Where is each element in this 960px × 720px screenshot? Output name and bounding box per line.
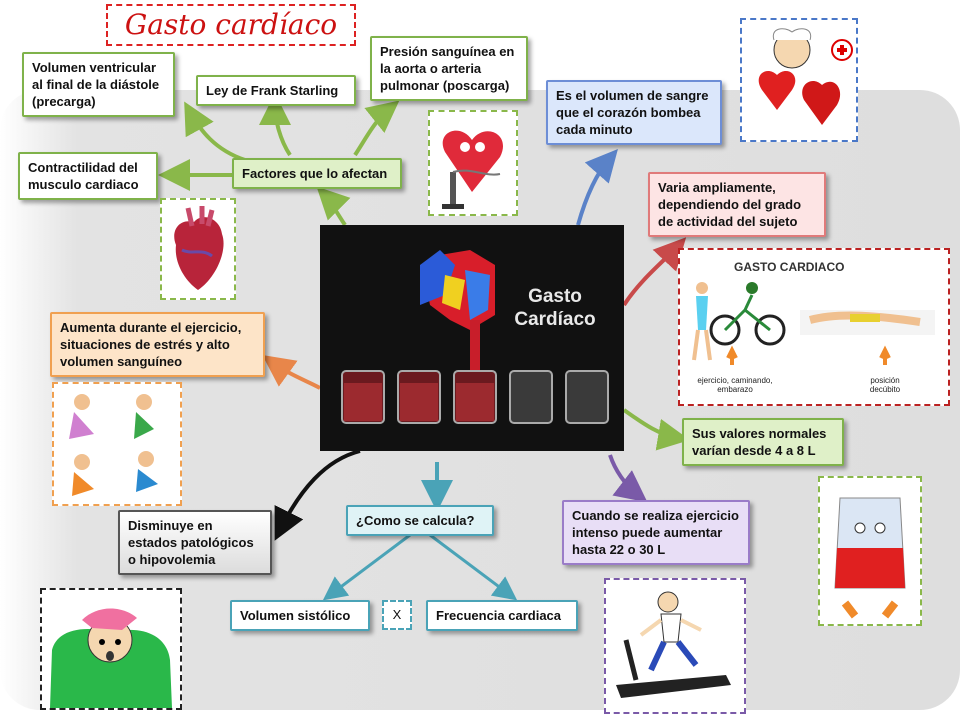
page-title: Gasto cardíaco bbox=[106, 4, 356, 46]
activity-image: GASTO CARDIACO ejercicio, caminando, emb… bbox=[678, 248, 950, 406]
left-caption: ejercicio, caminando, embarazo bbox=[697, 376, 773, 394]
node-como-se-calcula: ¿Como se calcula? bbox=[346, 505, 494, 536]
node-valores: Sus valores normales varían desde 4 a 8 … bbox=[682, 418, 844, 466]
activity-title: GASTO CARDIACO bbox=[734, 260, 845, 274]
node-volumen-ventricular: Volumen ventricular al final de la diást… bbox=[22, 52, 175, 117]
treadmill-runner-icon bbox=[604, 578, 746, 714]
sick-person-icon bbox=[40, 588, 182, 710]
node-varia: Varia ampliamente, dependiendo del grado… bbox=[648, 172, 826, 237]
doctor-heart-icon bbox=[740, 18, 858, 142]
node-contractilidad: Contractilidad del musculo cardiaco bbox=[18, 152, 158, 200]
node-presion: Presión sanguínea en la aorta o arteria … bbox=[370, 36, 528, 101]
node-ejercicio-intenso: Cuando se realiza ejercicio intenso pued… bbox=[562, 500, 750, 565]
node-aumenta: Aumenta durante el ejercicio, situacione… bbox=[50, 312, 265, 377]
right-caption: posición decúbito bbox=[869, 376, 901, 394]
node-volumen-sistolico: Volumen sistólico bbox=[230, 600, 370, 631]
exercise-people-icon bbox=[692, 282, 935, 365]
multiply-sign: X bbox=[382, 600, 412, 630]
center-title: Gasto Cardíaco bbox=[514, 286, 596, 330]
heart-pump-icon bbox=[428, 110, 518, 216]
anatomical-heart-icon bbox=[160, 198, 236, 300]
center-image-gasto-cardiaco: Gasto Cardíaco bbox=[320, 225, 624, 451]
heart-beakers-icon bbox=[341, 250, 609, 424]
blood-bag-icon bbox=[818, 476, 922, 626]
node-frecuencia-cardiaca: Frecuencia cardiaca bbox=[426, 600, 578, 631]
node-definicion: Es el volumen de sangre que el corazón b… bbox=[546, 80, 722, 145]
exercise-cartoons-icon bbox=[52, 382, 182, 506]
node-factores: Factores que lo afectan bbox=[232, 158, 402, 189]
node-frank-starling: Ley de Frank Starling bbox=[196, 75, 356, 106]
node-disminuye: Disminuye en estados patológicos o hipov… bbox=[118, 510, 272, 575]
